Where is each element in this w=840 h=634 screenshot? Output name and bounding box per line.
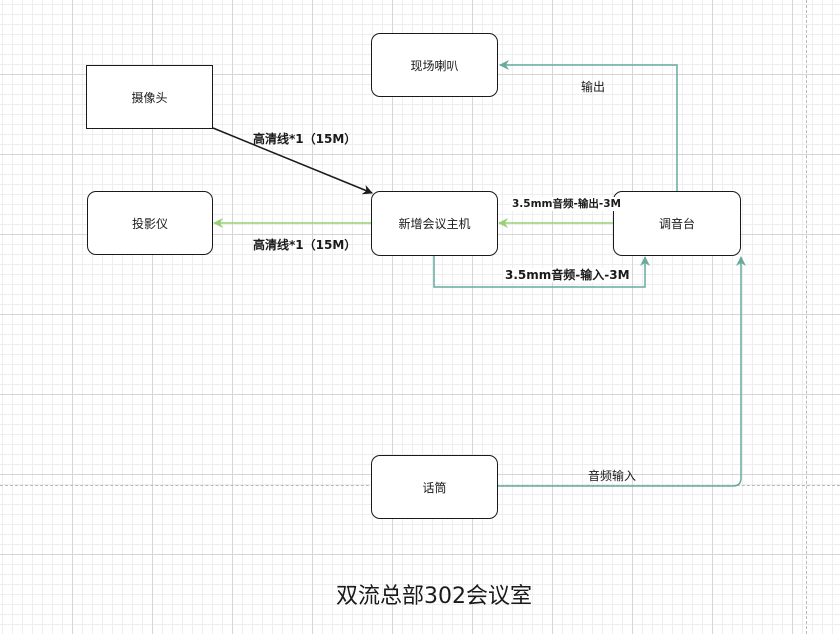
node-mic-label: 话筒 [422,480,447,495]
edge-mixer-to-speaker[interactable] [499,60,678,191]
diagram-title: 双流总部302会议室 [336,584,532,609]
node-mixer-label: 调音台 [658,217,695,231]
node-camera-label: 摄像头 [131,90,168,105]
edge-label-mic-to-mixer: 音频输入 [588,469,637,483]
node-speaker-label: 现场喇叭 [410,58,459,73]
edge-camera-to-host[interactable] [212,127,373,195]
edge-label-mixer-to-speaker: 输出 [581,80,606,94]
node-mic[interactable]: 话筒 [371,455,498,519]
edge-host-to-mixer[interactable] [433,256,650,288]
node-camera[interactable]: 摄像头 [86,65,213,129]
node-mixer[interactable]: 调音台 [613,191,741,256]
node-projector[interactable]: 投影仪 [87,191,213,255]
edge-label-host-to-mixer: 3.5mm音频-输入-3M [503,268,632,282]
edge-label-host-to-projector: 高清线*1（15M） [253,238,357,252]
node-host-label: 新增会议主机 [398,217,471,231]
node-host[interactable]: 新增会议主机 [371,191,498,256]
page-break-vertical [806,0,807,634]
edge-label-camera-to-host: 高清线*1（15M） [253,132,357,146]
node-speaker[interactable]: 现场喇叭 [371,33,498,97]
node-projector-label: 投影仪 [131,216,168,231]
edge-mic-to-mixer[interactable] [498,256,746,487]
edge-label-mixer-to-host: 3.5mm音频-输出-3M [510,197,623,211]
